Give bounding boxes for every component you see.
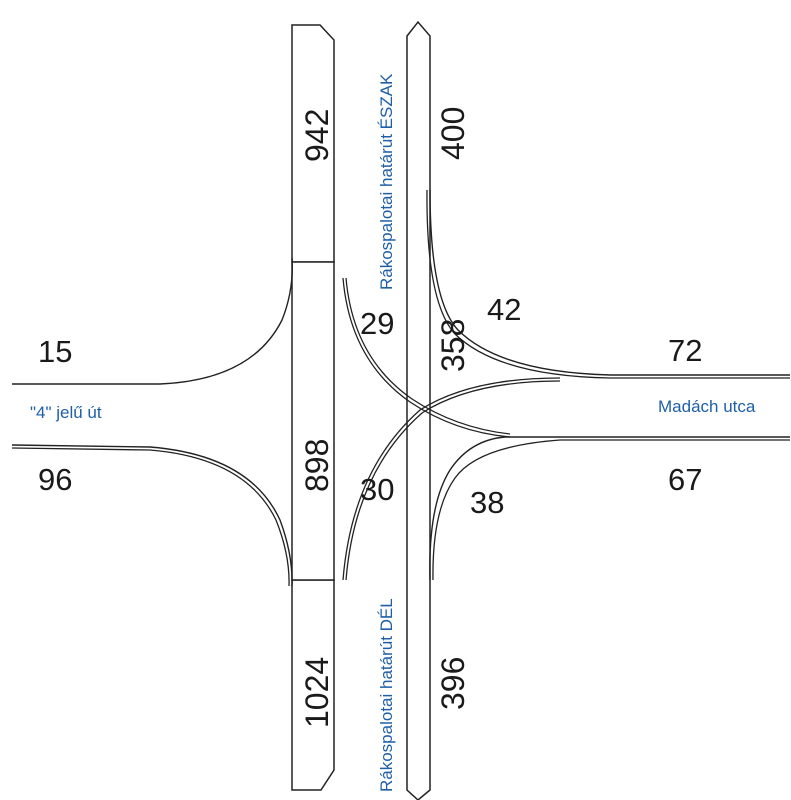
count-west-top: 15	[38, 334, 72, 369]
count-turn-nw: 29	[360, 306, 394, 341]
main-road-west-band	[291, 261, 335, 581]
count-north-in: 942	[299, 109, 335, 162]
count-south-in: 1024	[299, 657, 335, 728]
street-label-west: "4" jelű út	[30, 403, 102, 422]
count-west-bottom: 96	[38, 462, 72, 497]
street-label-north: Rákospalotai határút ÉSZAK	[377, 73, 396, 290]
count-east-bottom: 67	[668, 462, 702, 497]
count-turn-ne: 42	[487, 292, 521, 327]
count-east-top: 72	[668, 333, 702, 368]
count-north-out: 400	[435, 107, 471, 160]
east-road-top-edge-inner	[426, 189, 790, 379]
count-main-east: 358	[435, 319, 471, 372]
street-label-south: Rákospalotai határút DÉL	[377, 598, 396, 792]
east-road-top-edge	[429, 189, 790, 376]
west-road-top-edge	[12, 257, 293, 385]
west-road-bottom-edge	[11, 444, 293, 587]
turn-south-to-east-inner	[345, 380, 561, 581]
street-label-east: Madách utca	[658, 397, 756, 416]
turn-south-to-east	[342, 377, 561, 581]
turn-north-to-east	[342, 277, 511, 438]
count-turn-se: 38	[470, 485, 504, 520]
turn-north-to-east-inner	[345, 277, 511, 435]
count-main-west: 898	[299, 439, 335, 492]
count-turn-sw: 30	[360, 472, 394, 507]
count-south-out: 396	[435, 657, 471, 710]
west-road-bottom-edge-inner	[11, 447, 290, 587]
east-road-bottom-edge	[429, 436, 790, 581]
east-road-bottom-edge-inner	[432, 439, 790, 581]
